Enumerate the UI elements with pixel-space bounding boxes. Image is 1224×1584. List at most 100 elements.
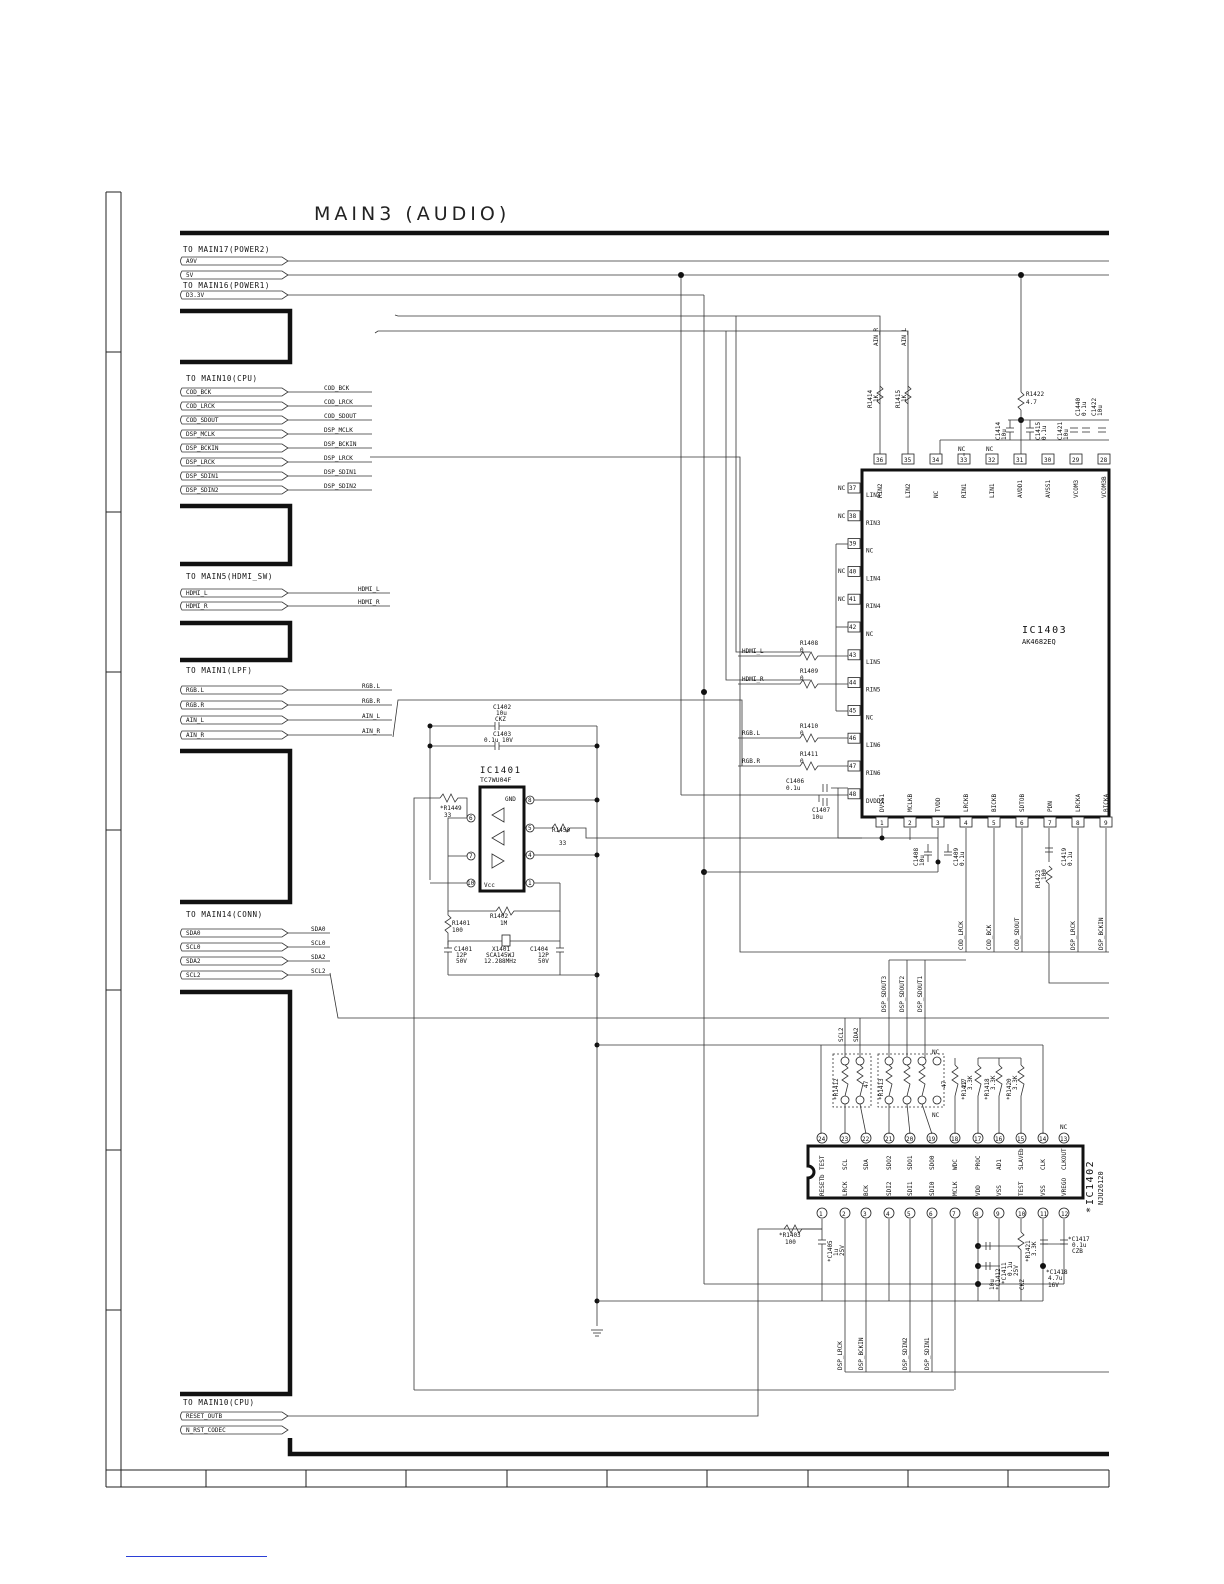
pin-number: 2 [908,820,912,827]
connector-tag [180,443,289,453]
pin-name: AD1 [996,1159,1003,1170]
section-cpu-a: TO MAIN10(CPU) COD_BCKCOD_BCKCOD_LRCKCOD… [180,374,372,495]
pin-name: RIN1 [961,483,968,498]
connector-tag [180,700,289,710]
pin-box [847,510,861,522]
capacitor-ref: C1407 [812,807,830,814]
ic1403-ref: IC1403 [1022,625,1067,636]
pin-name: LIN5 [866,659,881,666]
connector-tag [180,715,289,725]
pin-number: 47 [849,763,857,770]
capacitor-value: 10u [919,855,926,866]
resistor-ref: R1423 [1035,870,1042,888]
net-label: DSP_MCLK [324,427,353,434]
pin-box [847,788,861,800]
pin-name: VDD [975,1185,982,1196]
pin-number: 5 [992,820,996,827]
net-label: COD_LRCK [958,921,965,950]
pin-box [847,566,861,577]
connector-label: RESET_OUTB [186,1413,223,1420]
net-label: DSP_SDIN2 [324,483,357,490]
net-label: DSP_LRCK [324,455,353,462]
pin-circle [993,1207,1005,1219]
net-label: HDMI_R [742,676,764,683]
pin-number: 9 [1104,820,1108,827]
section-cpu-b: TO MAIN10(CPU) RESET_OUTB N_RST_CODEC [180,797,954,1435]
pin-box [959,816,973,828]
pin-number: 4 [964,820,968,827]
connector-label: DSP_SDIN2 [186,487,219,494]
pin-number: 3 [863,1211,867,1218]
pin-number: 28 [1100,457,1108,464]
pin-number: 39 [849,541,857,548]
pin-circle [904,1207,916,1219]
nc-mark: NC [932,1049,940,1056]
net-label: COD_SDOUT [324,413,357,420]
net-label: AIN_R [362,728,380,735]
connector-tag [180,588,289,598]
pin-box [901,453,915,465]
ic1403-codec: IC1403 AK4682EQ 36RIN235LIN234NC33RIN132… [370,328,1113,984]
pin-number: 35 [904,457,912,464]
connector-label: AIN_R [186,732,204,739]
capacitor-ref: C1419 [1061,848,1068,866]
section-hdmi: TO MAIN5(HDMI_SW) HDMI_LHDMI_LHDMI_RHDMI… [180,572,390,611]
pin-number: 7 [469,853,473,860]
pin-number: 22 [862,1136,870,1143]
pin-box [1015,816,1029,828]
capacitor-ref: C1414 [995,422,1002,440]
pin-name: RIN6 [866,770,881,777]
capacitor-voltage: 50V [538,958,549,965]
pin-name: NC [866,548,874,555]
resistor-ref: R1415 [895,390,902,408]
pin-name: BICKB [991,794,998,812]
pin-box [847,649,861,661]
pin-number: 1 [819,1211,823,1218]
nc-mark: NC [838,513,846,520]
power-rails [374,272,1024,875]
connector-label: SCL0 [186,944,201,951]
resistor-value: 0 [800,730,804,737]
connector-label: RGB.R [186,702,204,709]
pin-name: LIN4 [866,575,881,582]
pin-name: AVSS1 [1045,480,1052,498]
pin-circle [816,1207,828,1219]
capacitor-voltage: 16V [1048,1282,1059,1289]
resistor-value: 3.3K [967,1075,974,1090]
pin-number: 44 [849,680,857,687]
pin-name: MCLKB [907,794,914,812]
pin-name: SDTOB [1019,794,1026,812]
pin-name: SDI2 [886,1181,893,1196]
connector-tag [180,970,289,980]
crystal-part: SCA145WJ [486,952,515,959]
connector-label: N_RST_CODEC [186,1427,226,1434]
pin-number: 8 [975,1211,979,1218]
pin-name: MCLK [952,1181,959,1196]
pin-number: 43 [849,652,857,659]
pin-name: DVSS1 [879,794,886,812]
net-label: COD_SDOUT [1014,917,1021,950]
capacitor-value: 10u [812,814,823,821]
pin-number: 6 [1020,820,1024,827]
footer-link-underline[interactable] [126,1556,267,1557]
resistor-ref: *R1421 [1025,1240,1032,1262]
pin-number: 13 [1060,1136,1068,1143]
capacitor-ref: C1440 [1075,398,1082,416]
pin-number: 15 [1017,1136,1025,1143]
connector-label: D3.3V [186,292,204,299]
capacitor-value: 10u [496,710,507,717]
section-title: TO MAIN10(CPU) [183,1398,255,1407]
pin-name: TEST [819,1155,826,1170]
resistor-value: 47 [863,1080,870,1088]
pin-name: RIN2 [877,483,884,498]
net-label: DSP_BCKIN [858,1337,865,1370]
pin-box [873,453,887,465]
net-label: DSP_SDIN1 [324,469,357,476]
pin-name: DVDD1 [866,798,884,805]
pin-circle [1037,1207,1049,1219]
section-title: TO MAIN14(CONN) [186,910,263,919]
resistor-ref: R1408 [800,640,818,647]
crystal-ref: X1401 [492,946,510,953]
connector-tag [180,387,289,397]
pin-number: 24 [818,1136,826,1143]
